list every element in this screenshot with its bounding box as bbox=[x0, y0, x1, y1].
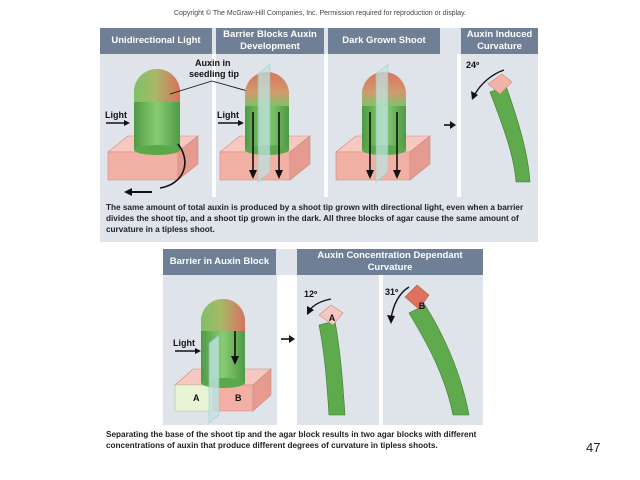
shoot-tip-ab bbox=[201, 299, 245, 388]
barrier-glass-ab bbox=[208, 334, 220, 424]
curvature-arrow-4 bbox=[473, 69, 505, 97]
block-label-a: A bbox=[193, 393, 200, 403]
tip-label-a: A bbox=[329, 313, 336, 323]
barrier-glass-2 bbox=[257, 63, 271, 183]
bottom-caption: Separating the base of the shoot tip and… bbox=[106, 430, 477, 450]
page-number: 47 bbox=[586, 440, 601, 455]
agar-cap-a bbox=[318, 304, 344, 326]
light-label-1: Light bbox=[105, 110, 127, 120]
auxin-label: Auxin in seedling tip bbox=[189, 58, 240, 79]
header-unidirectional-light: Unidirectional Light bbox=[100, 28, 212, 54]
agar-cap-b bbox=[404, 284, 430, 310]
header-barrier-in-auxin-block: Barrier in Auxin Block bbox=[163, 249, 276, 275]
copyright-notice: Copyright © The McGraw-Hill Companies, I… bbox=[173, 10, 466, 17]
angle-label-31: 31º bbox=[385, 287, 399, 297]
bottom-row-illustration: Light A B A 12º B 31º bbox=[173, 275, 470, 425]
header-auxin-concentration: Auxin Concentration Dependant Curvature bbox=[297, 249, 483, 275]
barrier-glass-3 bbox=[375, 63, 389, 183]
agar-cap-4 bbox=[487, 73, 513, 95]
light-label-bottom: Light bbox=[173, 338, 195, 348]
angle-label-12: 12º bbox=[304, 289, 318, 299]
auxin-label-line1: Auxin in bbox=[195, 58, 231, 68]
separator bbox=[457, 54, 461, 197]
header-dark-grown-shoot: Dark Grown Shoot bbox=[328, 28, 440, 54]
curved-shoot-a bbox=[318, 320, 346, 416]
tip-label-b: B bbox=[419, 301, 426, 311]
top-row-illustration: Light Auxin in seedling tip Light bbox=[105, 54, 531, 197]
shoot-tip-1 bbox=[134, 69, 180, 155]
curved-arrow bbox=[159, 143, 186, 189]
auxin-label-line2: seedling tip bbox=[189, 69, 240, 79]
separator bbox=[379, 275, 383, 425]
separator bbox=[277, 275, 297, 425]
light-label-2: Light bbox=[217, 110, 239, 120]
separator bbox=[324, 54, 328, 197]
block-label-b: B bbox=[235, 393, 242, 403]
curvature-arrow-b bbox=[390, 286, 410, 320]
curved-shoot-b bbox=[408, 304, 470, 416]
header-auxin-induced-curvature: Auxin Induced Curvature bbox=[461, 28, 538, 54]
angle-label-24: 24º bbox=[466, 60, 480, 70]
top-caption: The same amount of total auxin is produc… bbox=[106, 203, 524, 234]
header-barrier-blocks: Barrier Blocks Auxin Development bbox=[216, 28, 324, 54]
separator bbox=[212, 54, 216, 197]
curved-shoot-4 bbox=[489, 85, 531, 183]
